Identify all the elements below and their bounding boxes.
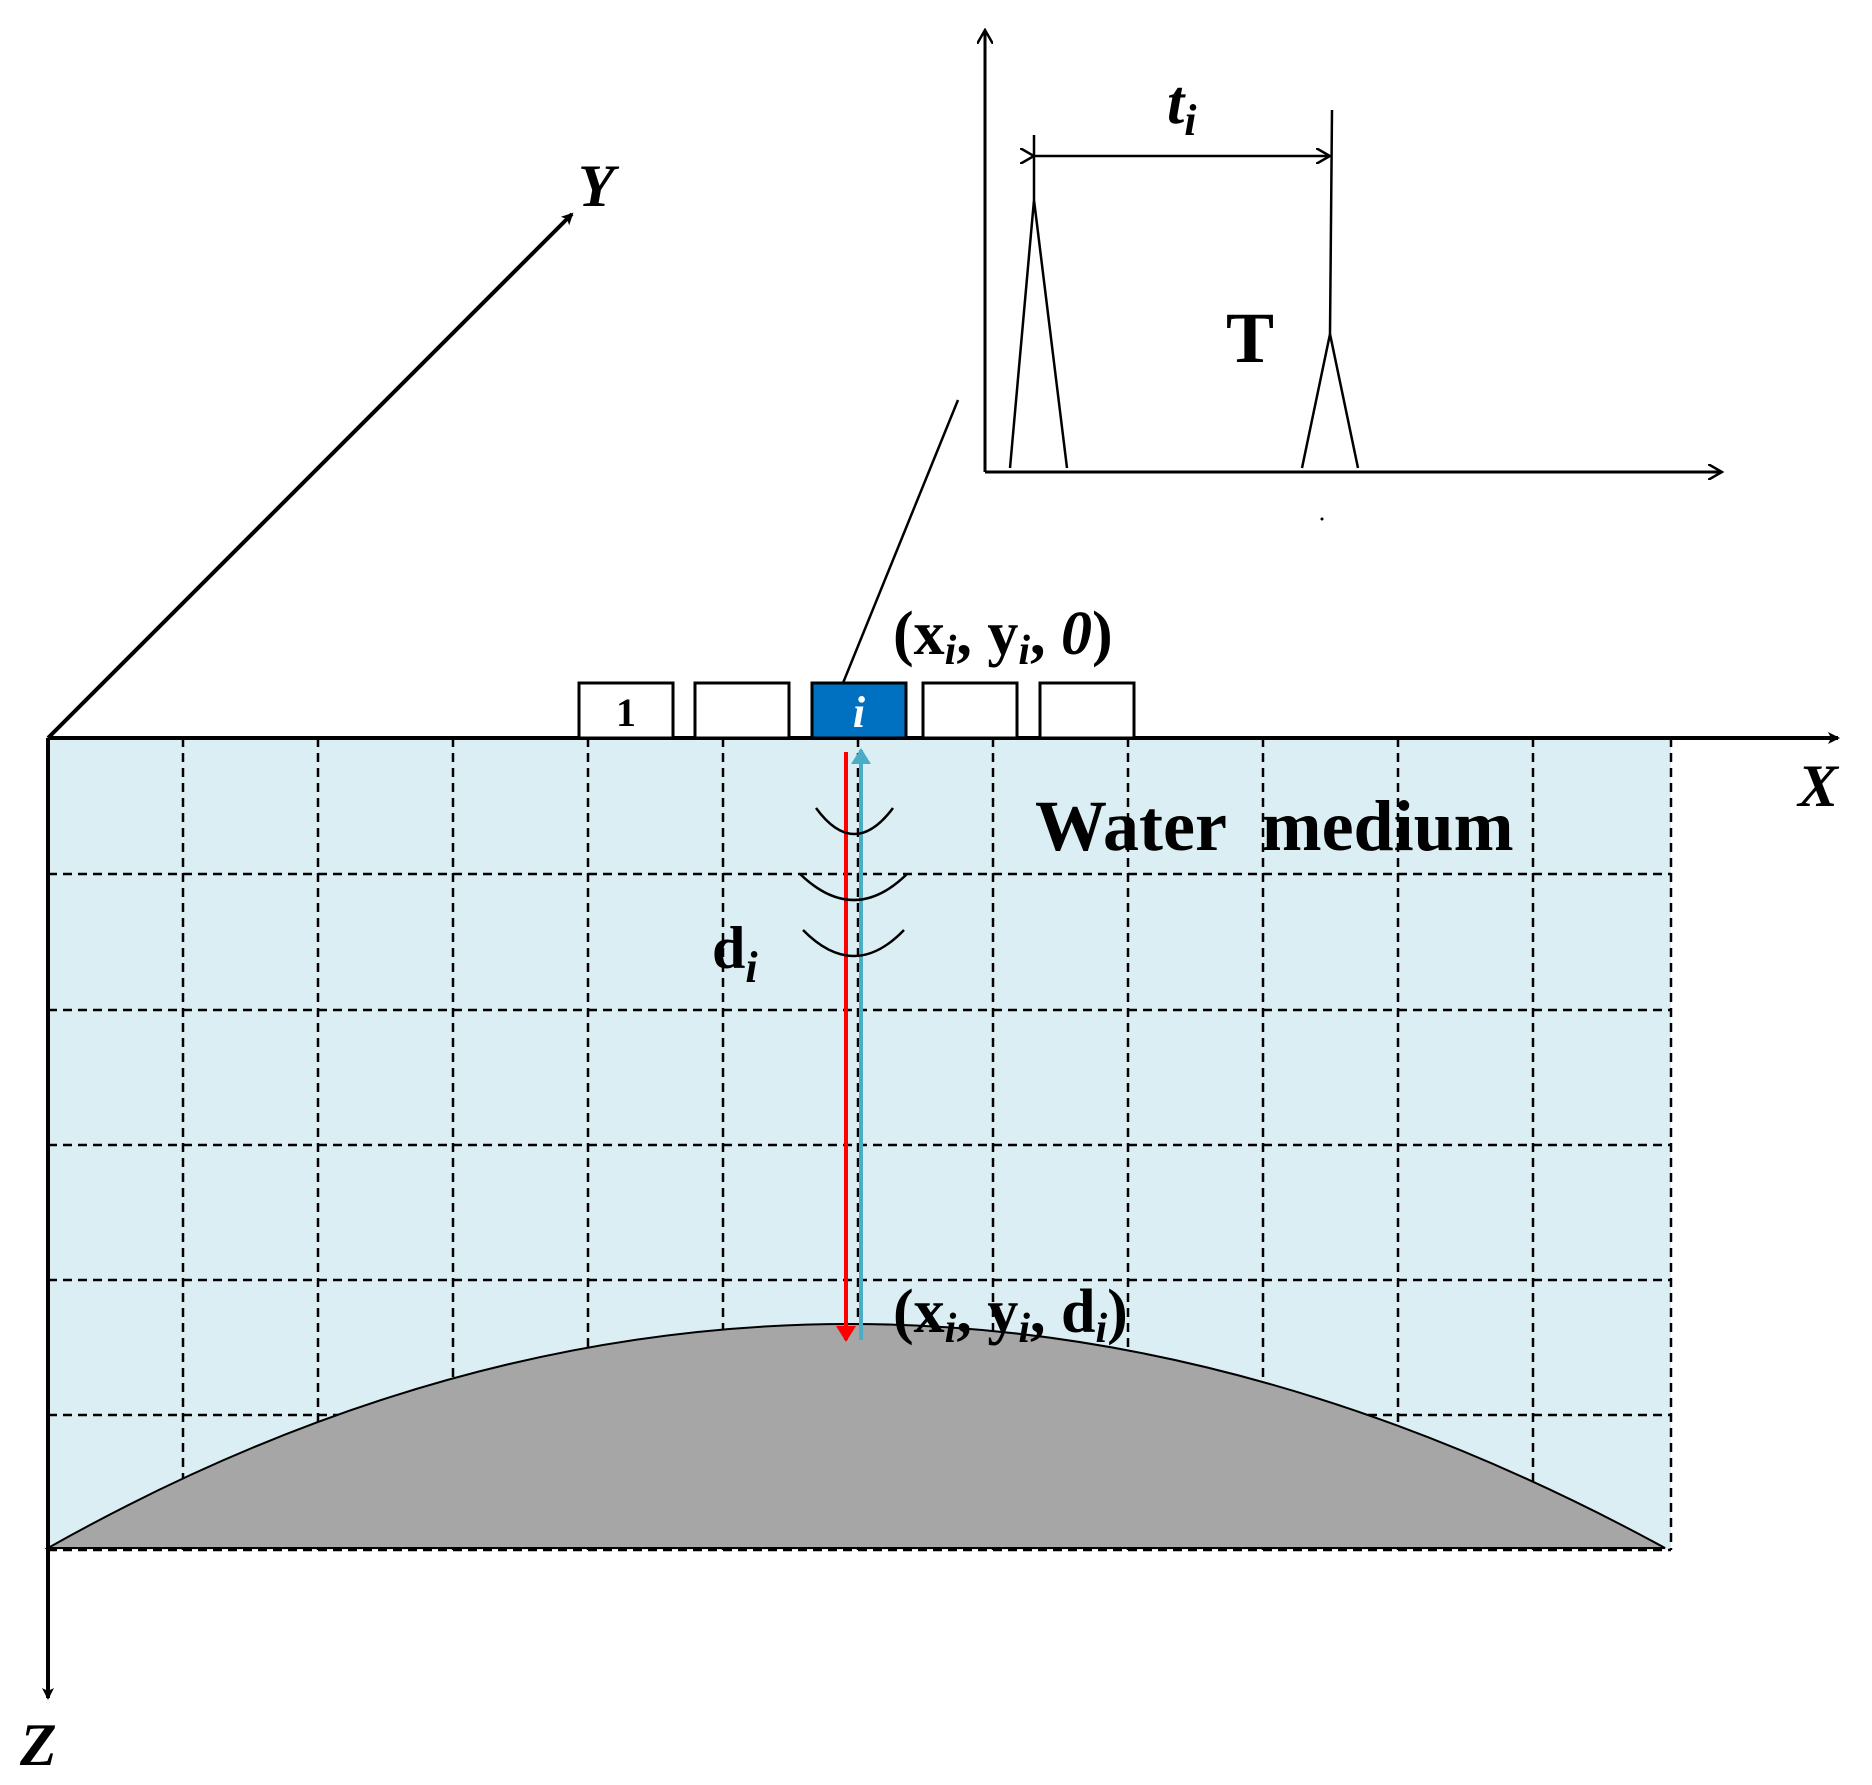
transducer-i-label: i [853, 688, 866, 737]
transducer-2 [693, 681, 791, 740]
transducer-4 [921, 681, 1019, 740]
stray-dot [1320, 517, 1324, 521]
surface-point-label: (xi, yi, 0) [893, 600, 1113, 674]
z-axis-label: Z [19, 1712, 57, 1778]
y-axis [46, 212, 574, 740]
depth-label: di [712, 915, 758, 992]
waveform-inset: ti T [985, 30, 1722, 521]
callout-line [841, 399, 960, 684]
transducer-i [810, 681, 908, 740]
echo-label: T [1226, 298, 1274, 378]
echo-pulse [1300, 333, 1360, 469]
bottom-point-label: (xi, yi, di) [893, 1278, 1128, 1352]
echo-marker-line [1328, 109, 1334, 335]
travel-time-label: ti [1167, 69, 1197, 145]
transducer-5 [1038, 681, 1136, 740]
y-axis-label: Y [578, 153, 620, 219]
x-axis-label: X [1796, 753, 1840, 819]
water-medium-label: Water medium [1035, 786, 1514, 866]
transducer-1-label: 1 [616, 690, 636, 735]
transmit-pulse [1008, 199, 1069, 469]
seabed [44, 1323, 1666, 1549]
sound-wave-arcs [799, 807, 908, 958]
transducer-1 [577, 681, 675, 740]
transducer-array: 1 i [577, 681, 1136, 740]
